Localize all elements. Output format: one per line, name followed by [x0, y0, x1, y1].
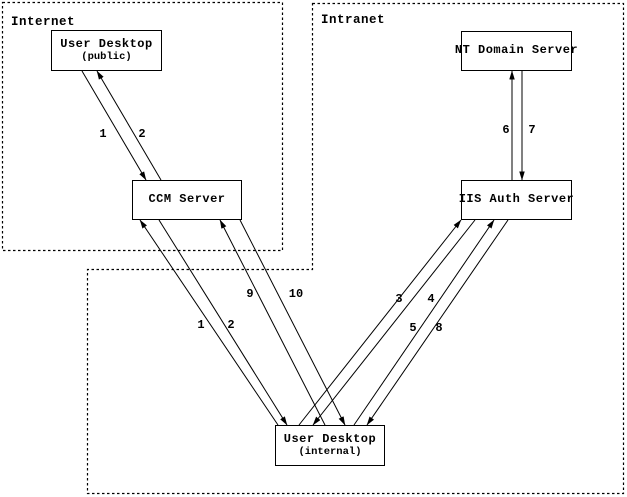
edge-3-internal-desktop-to-iis-line: [298, 219, 462, 426]
node-title: User Desktop: [283, 431, 377, 446]
edge-1-public-desktop-to-ccm-label: 1: [99, 127, 106, 141]
node-title: IIS Auth Server: [458, 192, 575, 207]
node-iis-auth-server: IIS Auth Server: [458, 180, 575, 220]
edge-1-internal-desktop-to-ccm-line: [139, 219, 279, 426]
edge-4-iis-to-internal-desktop-label: 4: [427, 292, 434, 306]
edge-6-iis-to-nt-domain-label: 6: [502, 123, 509, 137]
edge-1-internal-desktop-to-ccm-label: 1: [197, 318, 204, 332]
edge-5-internal-desktop-to-iis-line: [353, 219, 495, 426]
edge-2-ccm-to-public-desktop-label: 2: [138, 127, 145, 141]
edge-2-ccm-to-internal-desktop-label: 2: [227, 318, 234, 332]
internet-zone-label: Internet: [11, 15, 76, 29]
edge-8-iis-to-internal-desktop-line: [366, 219, 509, 426]
edge-5-internal-desktop-to-iis-label: 5: [409, 321, 416, 335]
node-user-desktop-public: User Desktop (public): [51, 30, 162, 71]
edge-2-ccm-to-public-desktop-line: [96, 70, 162, 181]
edge-2-ccm-to-internal-desktop-line: [158, 219, 288, 426]
edge-1-public-desktop-to-ccm-line: [81, 70, 147, 181]
edge-4-iis-to-internal-desktop-line: [312, 219, 476, 426]
edge-9-internal-desktop-to-ccm-label: 9: [246, 287, 253, 301]
intranet-zone-label: Intranet: [321, 13, 386, 27]
edge-3-internal-desktop-to-iis-label: 3: [395, 292, 402, 306]
intranet-zone-border: [86, 2, 625, 495]
edge-7-nt-domain-to-iis-label: 7: [528, 123, 535, 137]
node-user-desktop-internal: User Desktop (internal): [275, 425, 385, 466]
edge-10-ccm-to-internal-desktop-line: [239, 219, 346, 426]
edge-9-internal-desktop-to-ccm-line: [219, 219, 326, 426]
node-subtitle: (public): [81, 51, 132, 64]
node-ccm-server: CCM Server: [132, 180, 242, 220]
node-title: NT Domain Server: [454, 43, 579, 58]
node-nt-domain-server: NT Domain Server: [455, 31, 578, 71]
node-subtitle: (internal): [298, 446, 362, 459]
node-title: CCM Server: [148, 192, 226, 207]
node-title: User Desktop: [60, 36, 153, 51]
edge-10-ccm-to-internal-desktop-label: 10: [289, 287, 303, 301]
edge-8-iis-to-internal-desktop-label: 8: [435, 321, 442, 335]
